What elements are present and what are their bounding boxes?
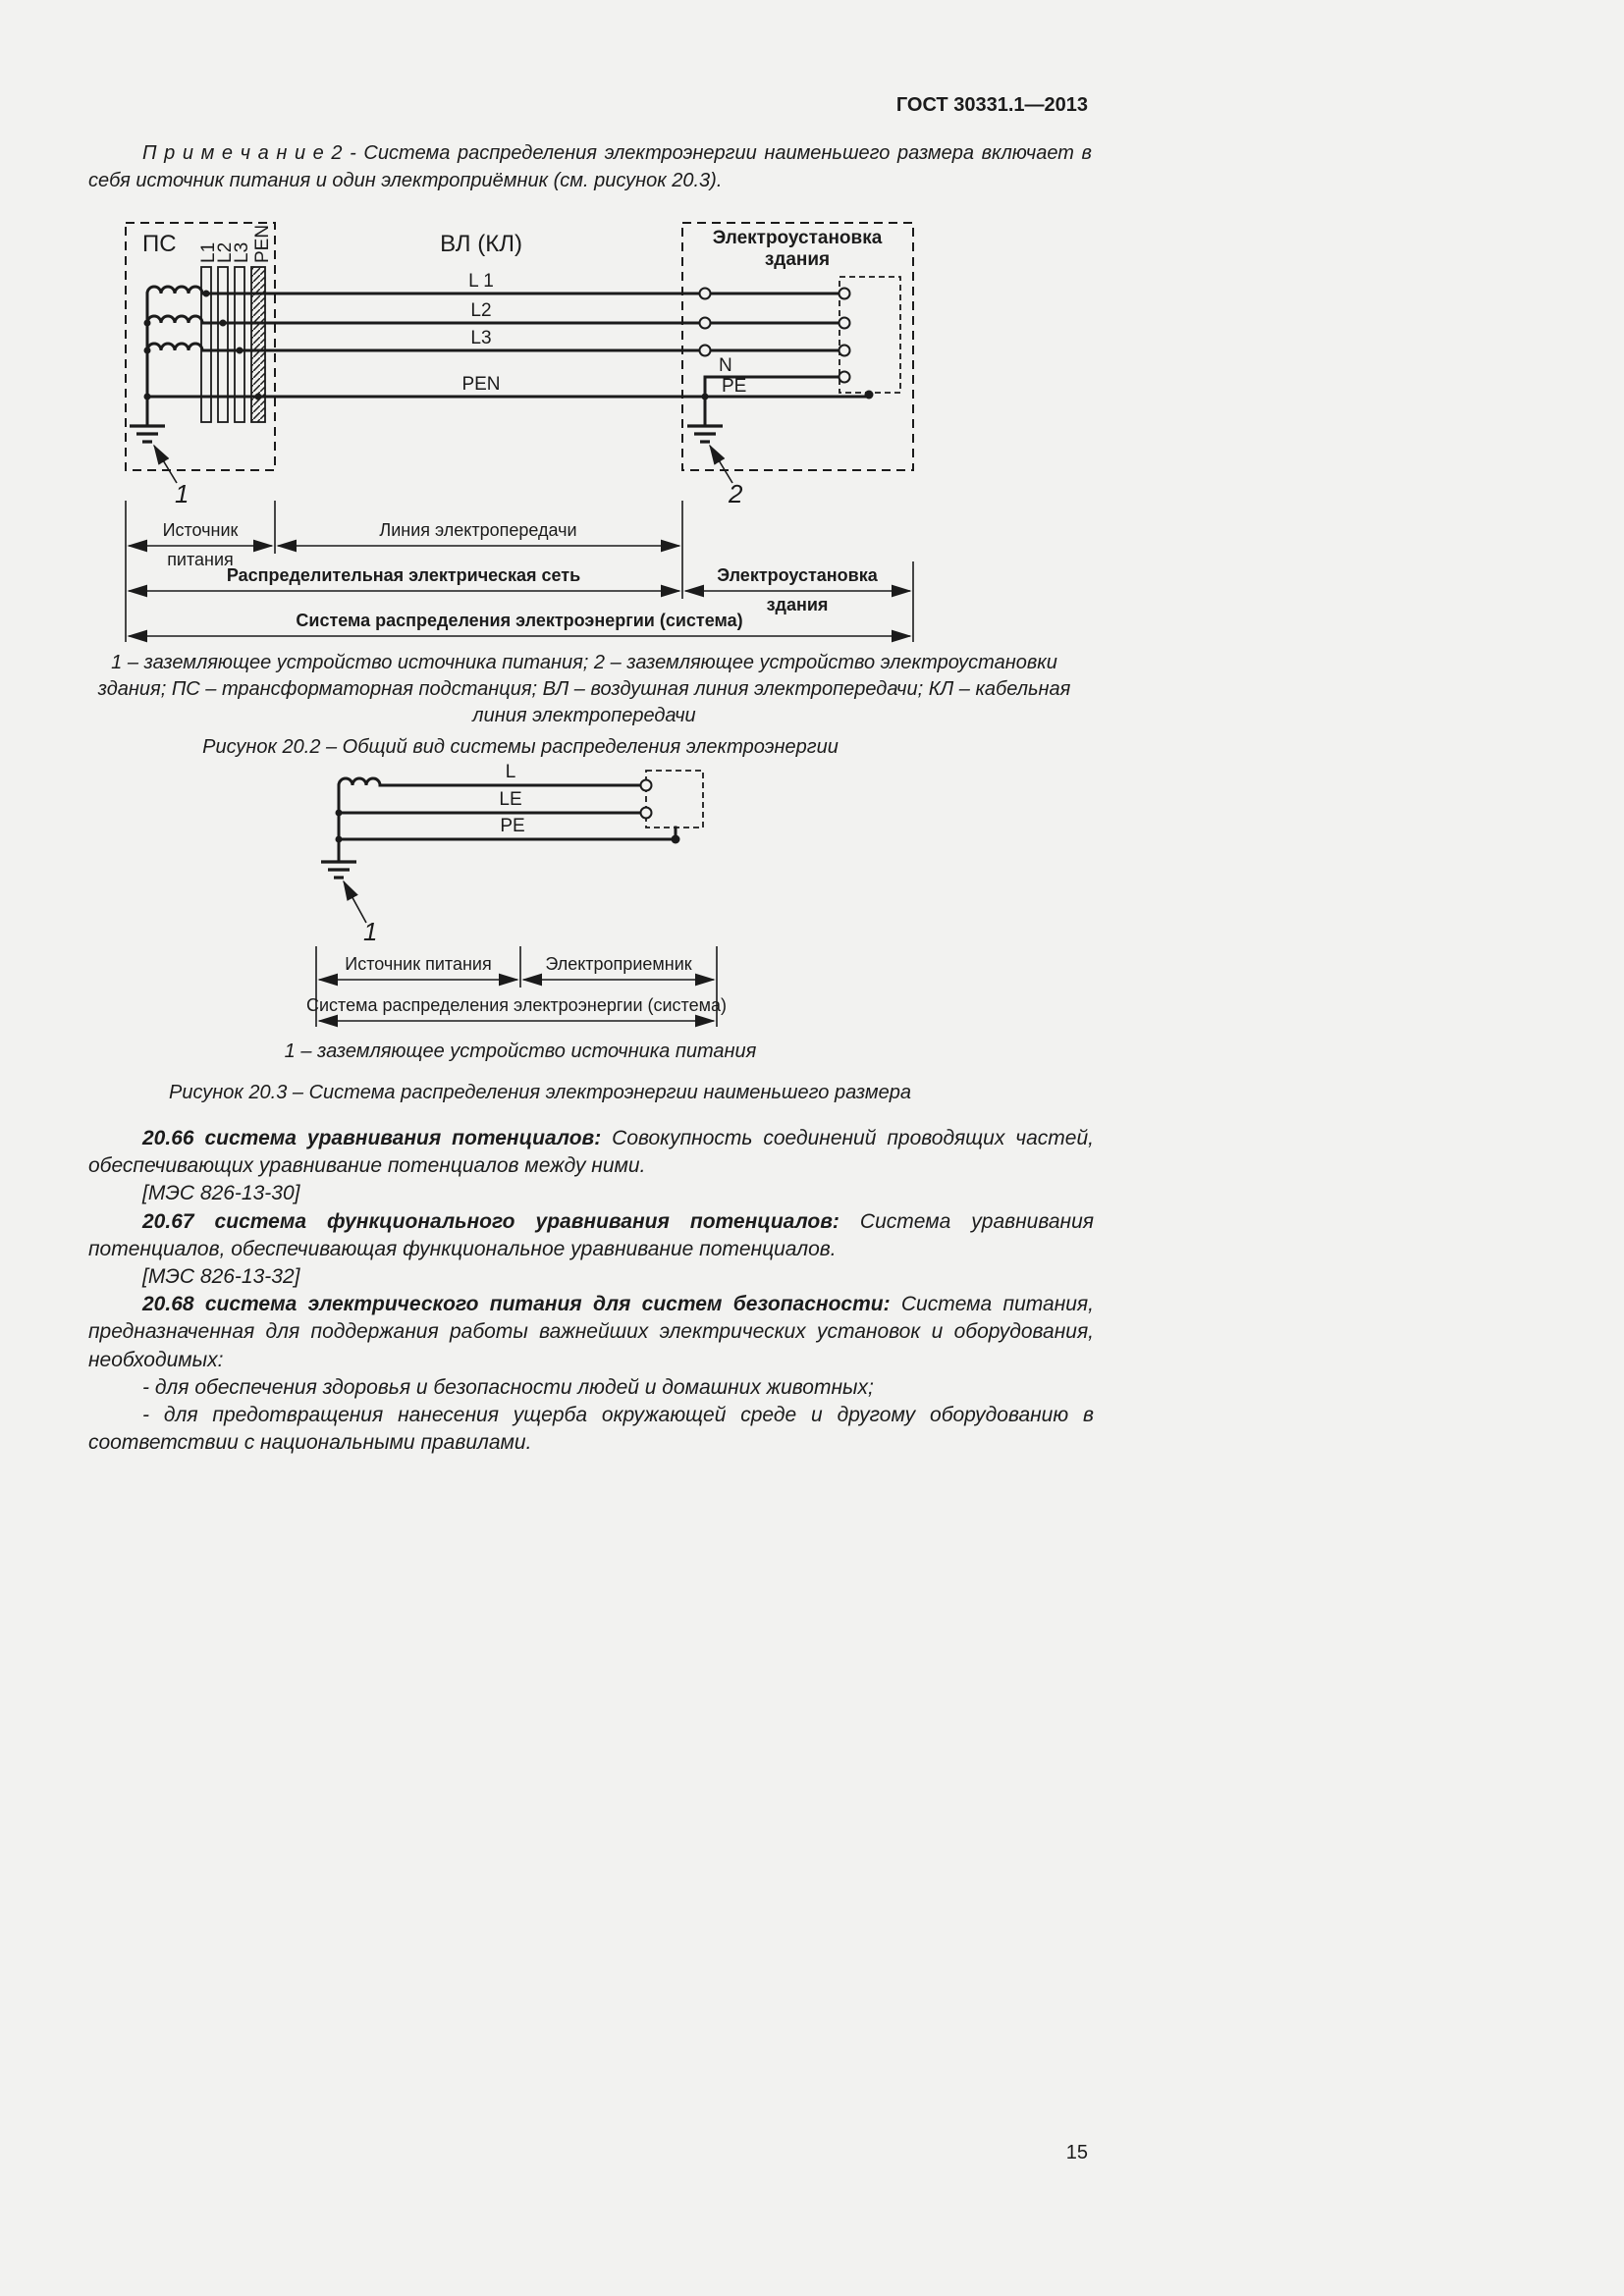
figure-20-3-caption: 1 – заземляющее устройство источника пит… <box>284 1041 757 1062</box>
ground1-arrow <box>153 444 178 484</box>
dim-transmission-line: Линия электропередачи <box>379 520 576 540</box>
terminal-l <box>639 778 653 792</box>
definition-20-66-body: Совокупность соединений проводящих часте… <box>88 1127 1094 1178</box>
page-number: 15 <box>1065 2142 1088 2163</box>
wire-label-pe: PE <box>500 816 524 836</box>
dimension-arrows <box>127 539 912 643</box>
bar-label-l2: L2 <box>215 242 236 263</box>
source-coil <box>337 776 382 787</box>
wire-label-l3: L3 <box>470 328 491 348</box>
wire-label-n: N <box>719 355 732 376</box>
feeder-bars <box>200 266 266 423</box>
wire-label-pe: PE <box>722 376 746 397</box>
terminal-n-unit <box>838 370 851 384</box>
figure-20-3-title: Рисунок 20.3 – Система распределения эле… <box>169 1082 911 1103</box>
substation-box <box>125 222 276 471</box>
bar-l3 <box>234 266 245 423</box>
figure-20-3-diagram: 1 L LE PE Источник питания Электроприемн… <box>306 764 727 1028</box>
definition-20-68-item-1: - для обеспечения здоровья и безопасност… <box>142 1375 874 1399</box>
terminal-l3-line <box>698 344 712 357</box>
definition-20-66: 20.66 система уравнивания потенциалов: С… <box>88 1125 1094 1180</box>
figure-20-2-caption: 1 – заземляющее устройство источника пит… <box>97 652 1071 726</box>
line-type-label: ВЛ (КЛ) <box>440 231 522 257</box>
figure-20-2-title: Рисунок 20.2 – Общий вид системы распред… <box>202 736 839 758</box>
definition-20-67-ref: [МЭС 826-13-32] <box>142 1265 300 1289</box>
terminal-le <box>639 806 653 820</box>
definition-20-68: 20.68 система электрического питания для… <box>88 1291 1094 1374</box>
ground1-arrow <box>343 880 367 924</box>
definition-20-68-body: Система питания, предназначенная для под… <box>88 1293 1094 1371</box>
bar-label-l3: L3 <box>232 242 252 263</box>
terminal-l1-line <box>698 287 712 300</box>
definitions-section: 20.66 система уравнивания потенциалов: С… <box>88 1125 1094 1457</box>
definition-20-67: 20.67 система функционального уравнивани… <box>88 1208 1094 1263</box>
dim-distribution-network: Распределительная электрическая сеть <box>227 565 580 585</box>
figure-20-2-diagram: L1 L2 L3 PEN <box>125 222 914 643</box>
dimension-boundaries <box>315 946 718 1027</box>
bar-label-l1: L1 <box>198 242 219 263</box>
wire-label-le: LE <box>499 789 521 810</box>
substation-label: ПС <box>142 231 177 257</box>
dim-system: Система распределения электроэнергии (си… <box>306 995 727 1015</box>
bar-label-pen: PEN <box>252 225 273 263</box>
dimension-arrows <box>317 973 716 1028</box>
dim-building-line2: здания <box>767 595 829 614</box>
definition-20-68-item-2: - для предотвращения нанесения ущерба ок… <box>88 1404 1094 1455</box>
wire-label-l: L <box>506 764 516 782</box>
document-header: ГОСТ 30331.1—2013 <box>895 94 1088 116</box>
dimension-boundaries <box>125 501 914 642</box>
terminals <box>698 287 851 384</box>
dim-source-line1: Источник <box>163 520 239 540</box>
terminal-l2-unit <box>838 316 851 330</box>
ground1-number: 1 <box>175 479 189 508</box>
building-box <box>681 222 914 471</box>
definition-20-66-term: 20.66 система уравнивания потенциалов: <box>142 1127 602 1149</box>
load-box <box>645 770 704 828</box>
dim-source: Источник питания <box>345 954 491 974</box>
building-label-line1: Электроустановка <box>713 228 883 248</box>
ground-electrode-1 <box>321 860 356 880</box>
wire-label-pen: PEN <box>461 374 500 395</box>
definition-20-66-ref: [МЭС 826-13-30] <box>142 1182 300 1205</box>
bar-l2 <box>217 266 229 423</box>
dim-system: Система распределения электроэнергии (си… <box>296 611 742 630</box>
terminal-l3-unit <box>838 344 851 357</box>
n-conductor <box>703 375 840 399</box>
terminal-l2-line <box>698 316 712 330</box>
ground-electrode-1 <box>130 424 165 444</box>
wire-label-l1: L 1 <box>468 271 494 292</box>
dim-receiver: Электроприемник <box>545 954 691 974</box>
transformer-coil-symbols <box>145 285 204 352</box>
note-paragraph: П р и м е ч а н и е 2 - Система распреде… <box>88 142 1092 191</box>
ground1-number: 1 <box>363 917 377 946</box>
dim-building-line1: Электроустановка <box>717 565 878 585</box>
definition-20-67-term: 20.67 система функционального уравнивани… <box>142 1209 839 1233</box>
wire-label-l2: L2 <box>470 300 491 321</box>
junction-dots <box>335 809 680 844</box>
definition-20-67-body: Система уравнивания потенциалов, обеспеч… <box>88 1209 1094 1260</box>
conductors <box>145 292 871 428</box>
conductors <box>337 783 677 864</box>
terminal-l1-unit <box>838 287 851 300</box>
bar-pen <box>250 266 266 423</box>
ground2-number: 2 <box>728 479 743 508</box>
definition-20-68-term: 20.68 система электрического питания для… <box>142 1293 891 1316</box>
ground2-arrow <box>709 444 733 484</box>
building-label-line2: здания <box>765 249 830 270</box>
junction-dots <box>143 290 874 400</box>
dim-source-line2: питания <box>167 550 234 569</box>
ground-electrode-2 <box>687 424 723 444</box>
